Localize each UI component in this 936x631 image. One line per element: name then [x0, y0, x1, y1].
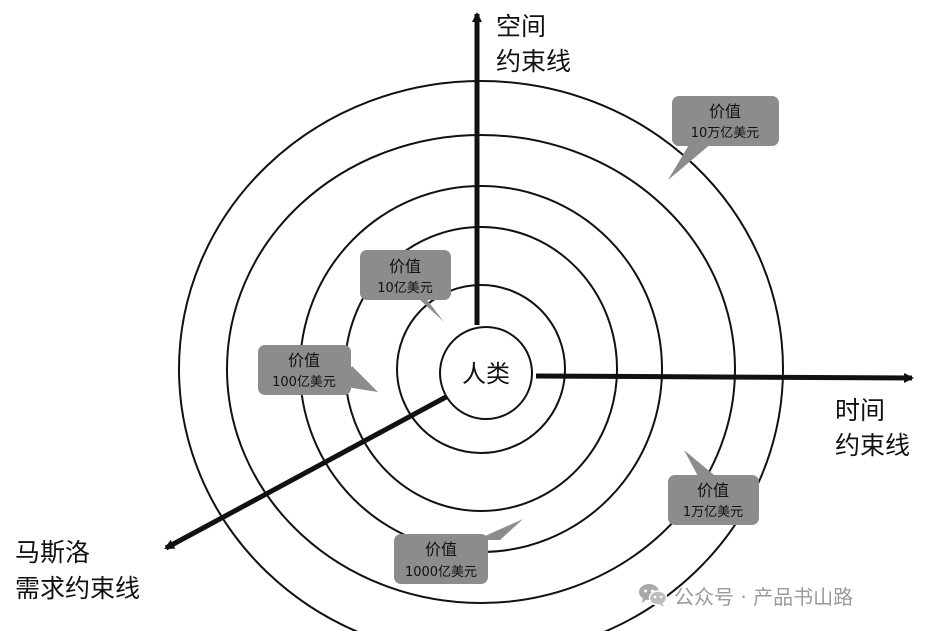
ring-5 — [178, 80, 784, 631]
svg-text:价值: 价值 — [425, 540, 457, 559]
callout-10-trillion: 价值 10万亿美元 — [668, 96, 779, 180]
time-axis-arrow — [535, 372, 914, 383]
ring-1 — [396, 284, 566, 454]
svg-text:需求约束线: 需求约束线 — [15, 574, 140, 603]
callout-10-billion: 价值 10亿美元 — [360, 250, 451, 322]
watermark: 公众号 · 产品书山路 — [638, 580, 853, 610]
maslow-axis-arrow — [164, 394, 448, 551]
center-node: 人类 — [439, 326, 533, 420]
svg-text:约束线: 约束线 — [835, 431, 910, 460]
axis-label-time: 时间 约束线 — [835, 396, 910, 460]
svg-text:约束线: 约束线 — [496, 47, 571, 76]
svg-text:价值: 价值 — [709, 102, 741, 121]
svg-text:价值: 价值 — [288, 351, 320, 370]
svg-text:价值: 价值 — [389, 257, 421, 276]
svg-text:100亿美元: 100亿美元 — [272, 375, 336, 390]
callout-1-trillion: 价值 1万亿美元 — [668, 450, 759, 525]
center-label: 人类 — [462, 360, 510, 388]
svg-text:10亿美元: 10亿美元 — [377, 281, 433, 296]
ring-4 — [226, 134, 736, 604]
callout-1000-billion: 价值 1000亿美元 — [394, 519, 523, 584]
svg-text:价值: 价值 — [697, 481, 729, 500]
svg-text:10万亿美元: 10万亿美元 — [691, 126, 760, 141]
svg-text:1000亿美元: 1000亿美元 — [405, 565, 477, 580]
axes — [164, 12, 914, 551]
svg-text:马斯洛: 马斯洛 — [15, 538, 90, 567]
svg-text:空间: 空间 — [496, 12, 546, 41]
watermark-text: 公众号 · 产品书山路 — [674, 584, 854, 609]
svg-text:1万亿美元: 1万亿美元 — [683, 505, 743, 520]
wechat-icon — [639, 584, 668, 607]
axis-label-maslow: 马斯洛 需求约束线 — [15, 538, 140, 603]
axis-label-space: 空间 约束线 — [496, 12, 571, 76]
svg-text:时间: 时间 — [835, 396, 885, 425]
callout-100-billion: 价值 100亿美元 — [258, 345, 378, 395]
